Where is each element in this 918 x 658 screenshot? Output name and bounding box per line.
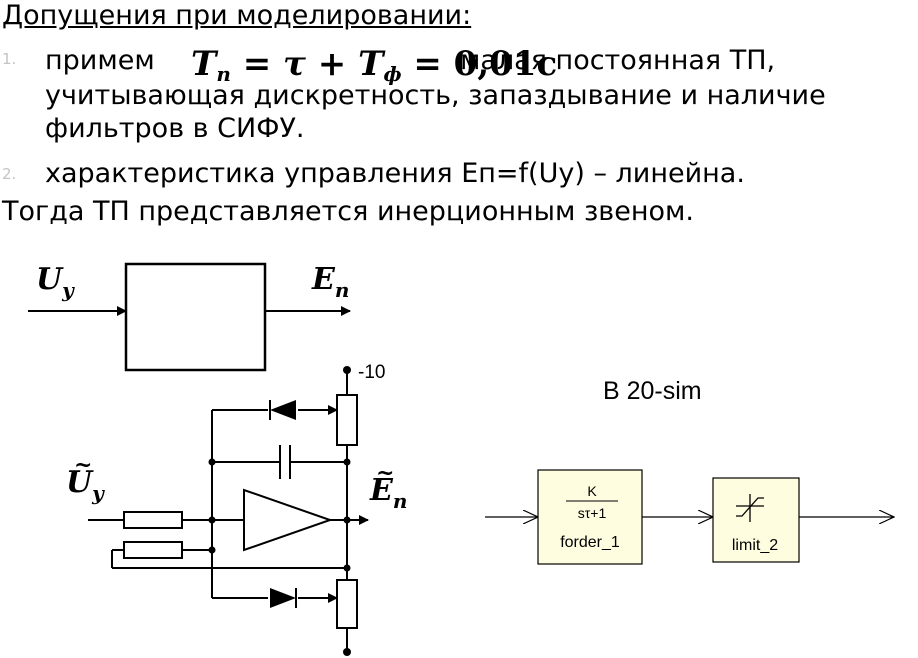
limiter-icon	[736, 494, 764, 522]
slide-heading: Допущения при моделировании:	[2, 0, 472, 31]
list-number-2: 2.	[2, 165, 17, 183]
input-label: Uу	[36, 262, 75, 302]
sim-diagram: K sτ+1 forder_1 limit_2	[485, 469, 894, 565]
junction-dots	[208, 366, 351, 656]
input-resistor-2	[123, 541, 183, 559]
list-item-1-line3: фильтров в СИФУ.	[45, 113, 305, 144]
input-resistor-1	[123, 511, 183, 529]
list-item-1-prefix: примем	[45, 45, 155, 76]
limit-block	[712, 477, 800, 563]
forder-block	[537, 469, 643, 565]
forder-denominator: sτ+1	[578, 505, 607, 521]
forder-name: forder_1	[560, 534, 620, 551]
tilde-input: ~	[74, 452, 92, 478]
tilde-output: ~	[376, 460, 394, 486]
circuit-input-label: Uу	[66, 465, 105, 505]
list-item-1-line2: учитывающая дискретность, запаздывание и…	[45, 80, 826, 111]
limit-name: limit_2	[732, 537, 778, 554]
list-number-1: 1.	[2, 50, 17, 68]
op-amp	[243, 488, 334, 552]
plant-block	[124, 262, 267, 372]
diode-bottom	[270, 588, 297, 608]
potentiometer-bottom	[336, 579, 358, 629]
block-diagram: Uу Eп	[28, 262, 351, 372]
forder-numerator: K	[587, 483, 597, 499]
output-label: Eп	[311, 262, 349, 302]
diode-top	[269, 400, 296, 420]
supply-label: -10	[358, 362, 385, 383]
sim-label: В 20-sim	[603, 377, 702, 405]
circuit-output-label: Eп	[369, 473, 407, 513]
potentiometer-top	[336, 394, 358, 446]
list-item-1-suffix: малая постоянная ТП,	[460, 45, 776, 76]
circuit-schematic	[88, 370, 369, 652]
time-constant-formula: Tп = τ + Tф = 0,01с	[191, 44, 558, 86]
conclusion-text: Тогда ТП представляется инерционным звен…	[2, 196, 694, 227]
list-item-2: характеристика управления Еп=f(Uy) – лин…	[45, 158, 745, 189]
